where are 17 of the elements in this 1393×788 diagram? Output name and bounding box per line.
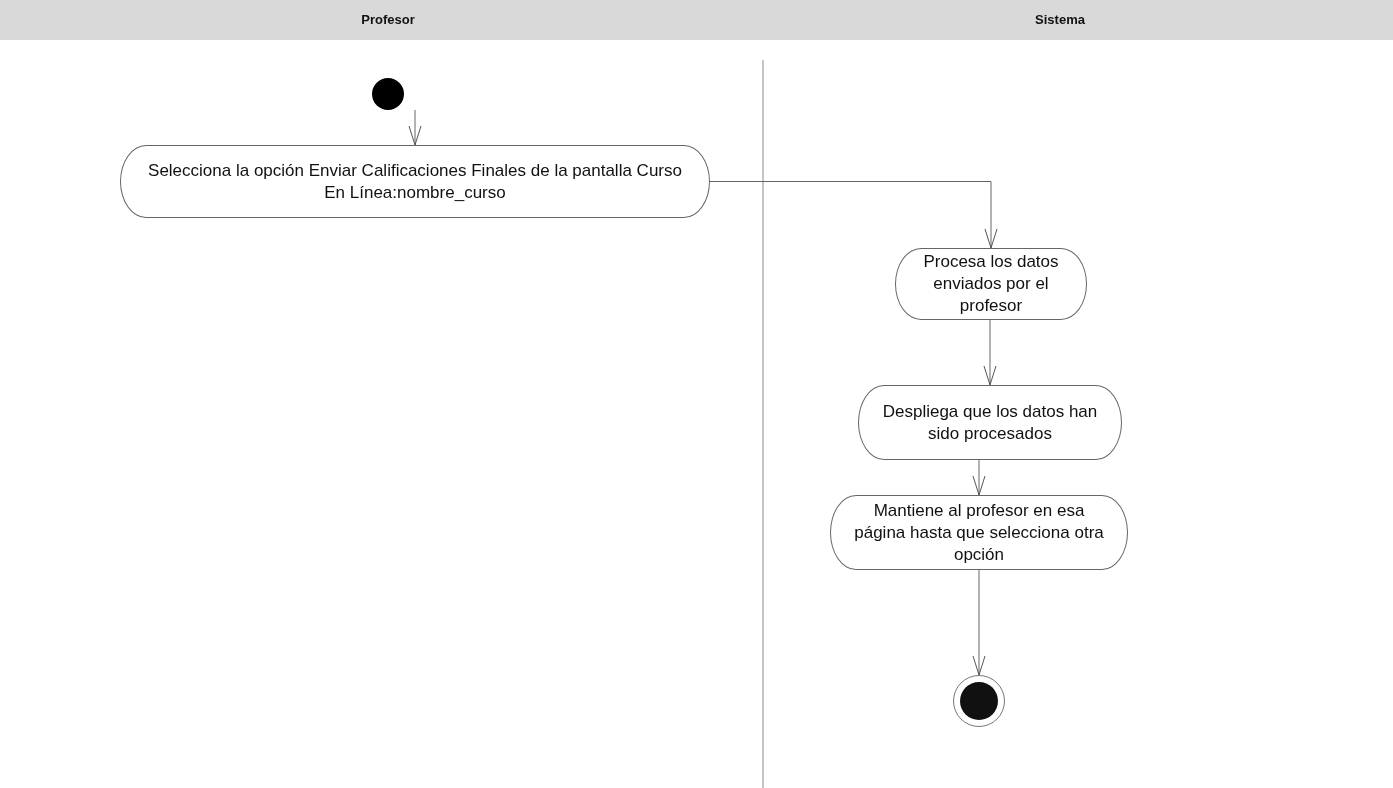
lane-title: Sistema xyxy=(1035,12,1085,27)
arrow xyxy=(983,319,997,386)
arrow xyxy=(972,569,986,676)
start-node xyxy=(372,78,404,110)
end-node xyxy=(953,675,1005,727)
lane-title: Profesor xyxy=(361,12,415,27)
activity-label: Selecciona la opción Enviar Calificaciones Finales de la pantalla Curso En Línea:nombre_curso xyxy=(147,159,683,204)
activity-box xyxy=(895,248,1087,320)
activity-box xyxy=(858,385,1122,460)
activity-label: Despliega que los datos han sido procesados xyxy=(881,400,1099,445)
arrow xyxy=(972,459,986,496)
arrow xyxy=(408,109,422,146)
activity-box xyxy=(830,495,1128,570)
activity-label: Mantiene al profesor en esa página hasta que selecciona otra opción xyxy=(853,499,1105,566)
activity-label: Procesa los datos enviados por el profesor xyxy=(922,251,1060,317)
arrow xyxy=(709,181,998,249)
activity-box xyxy=(120,145,710,218)
